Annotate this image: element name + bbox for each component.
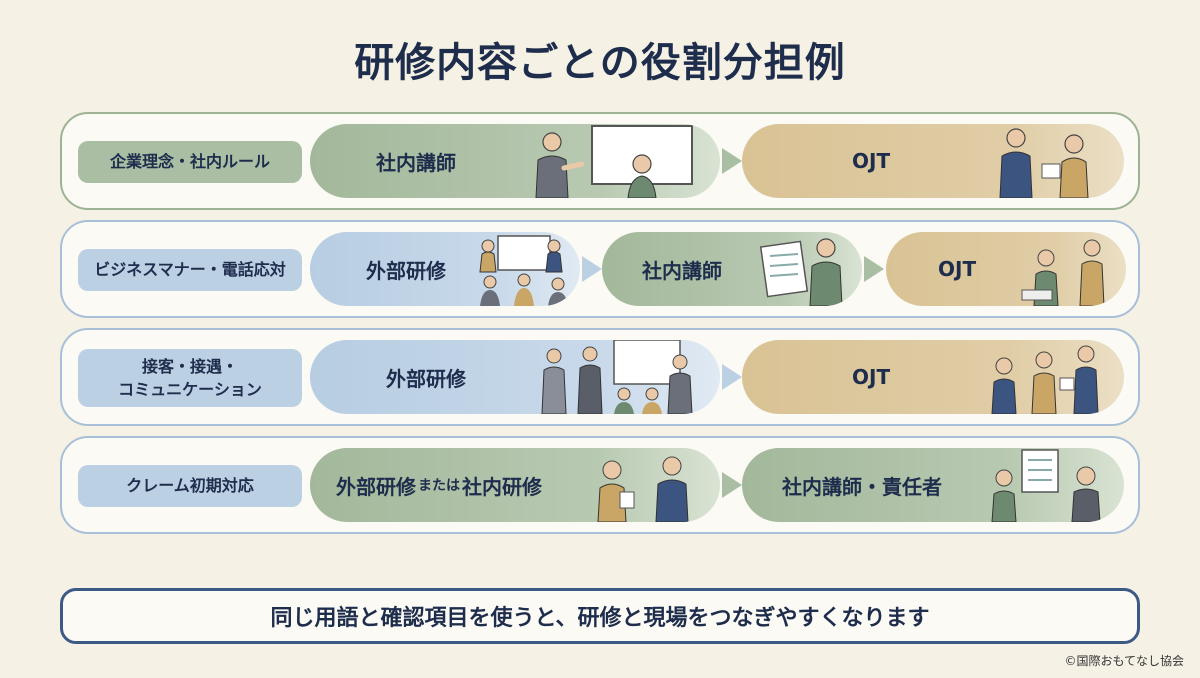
lecture-illustration <box>535 125 693 198</box>
row-label: 企業理念・社内ルール <box>78 141 302 183</box>
step-in-house-trainer-manager: 社内講師・責任者 <box>742 448 1124 522</box>
step-ojt: OJT <box>742 340 1124 414</box>
step-label: 外部研修 <box>366 258 446 283</box>
step-label: OJT <box>852 149 891 173</box>
ojt-illustration <box>999 128 1089 198</box>
phone-training-illustration <box>1021 239 1105 306</box>
step-label-part: または <box>418 478 460 494</box>
step-label-part: 社内研修 <box>462 474 542 499</box>
page-title: 研修内容ごとの役割分担例 <box>354 40 846 86</box>
row-complaint-handling: クレーム初期対応 外部研修または社内研修 社内講師・責任者 <box>60 436 1140 534</box>
document-review-illustration <box>759 238 843 306</box>
row-corporate-philosophy: 企業理念・社内ルール 社内講師 OJT <box>60 112 1140 210</box>
step-label-part: 外部研修 <box>336 474 416 499</box>
step-external-training: 外部研修 <box>310 340 720 414</box>
step-label: OJT <box>852 365 891 389</box>
arrow-icon <box>722 472 742 498</box>
arrow-icon <box>722 148 742 174</box>
step-in-house-trainer: 社内講師 <box>310 124 720 198</box>
seminar-illustration <box>479 235 568 306</box>
step-label: 社内講師・責任者 <box>782 474 942 499</box>
arrow-icon <box>864 256 884 282</box>
step-label: 外部研修 <box>386 366 466 391</box>
copyright-text: ©国際おもてなし協会 <box>1064 654 1184 668</box>
summary-message: 同じ用語と確認項目を使うと、研修と現場をつなぎやすくなります <box>60 588 1140 644</box>
row-customer-service: 接客・接遇・ コミュニケーション 外部研修 OJT <box>60 328 1140 426</box>
step-label: OJT <box>938 257 977 281</box>
step-ojt: OJT <box>886 232 1126 306</box>
consultation-illustration <box>597 456 689 522</box>
row-business-manners: ビジネスマナー・電話応対 外部研修 社内講師 OJT <box>60 220 1140 318</box>
manager-illustration <box>991 449 1101 522</box>
step-in-house-trainer: 社内講師 <box>602 232 862 306</box>
row-label: クレーム初期対応 <box>78 465 302 507</box>
row-label-line: 接客・接遇・ <box>141 356 238 376</box>
arrow-icon <box>722 364 742 390</box>
step-label: 社内講師 <box>642 258 722 283</box>
step-external-training: 外部研修 <box>310 232 580 306</box>
row-label-line: コミュニケーション <box>118 380 262 399</box>
arrow-icon <box>582 256 602 282</box>
row-label: 接客・接遇・ コミュニケーション <box>78 349 302 407</box>
row-label: ビジネスマナー・電話応対 <box>78 249 302 291</box>
step-ojt: OJT <box>742 124 1124 198</box>
group-training-illustration <box>541 340 693 414</box>
step-label: 社内講師 <box>376 150 456 175</box>
step-label: 外部研修または社内研修 <box>336 448 542 522</box>
team-ojt-illustration <box>991 345 1099 414</box>
step-external-or-in-house-training: 外部研修または社内研修 <box>310 448 720 522</box>
